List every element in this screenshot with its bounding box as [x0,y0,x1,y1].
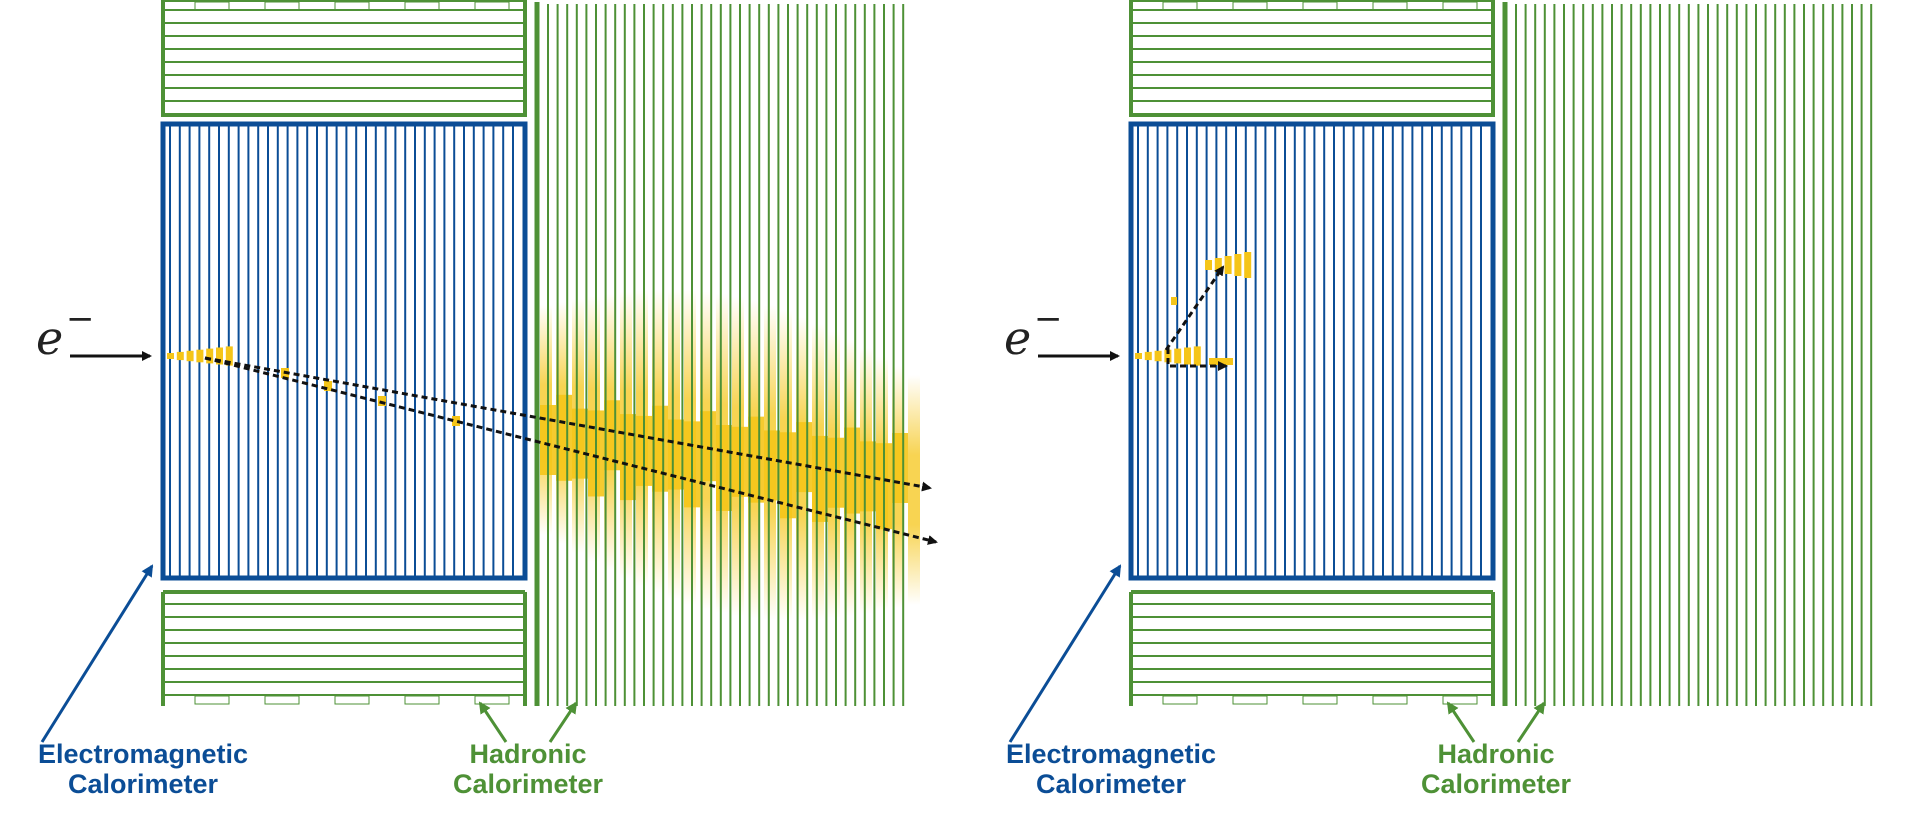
ecal-energy-deposit [186,350,194,362]
hcal-top-tab [334,1,370,11]
ecal-pointer-arrow [40,564,154,743]
ecal-track-deposit [452,416,460,426]
ecal-track-deposit [324,381,332,391]
hcal-top-tab [194,1,230,11]
hcal-bottom-block [163,590,525,700]
ecal-energy-deposit [1234,254,1242,276]
ecal-frame [1128,121,1496,581]
hcal-top-tab [1232,1,1268,11]
ecal-energy-deposit [1174,348,1182,364]
ecal-frame [160,121,528,581]
hcal-top-tab [1162,1,1198,11]
ecal-energy-deposit [176,351,184,361]
ecal-energy-deposit [1209,358,1233,365]
panel-em-shower: e−ElectromagneticCalorimeterHadronicCalo… [1004,0,1873,799]
ecal-label-line2: Calorimeter [1036,769,1187,799]
panel-hadronic-shower: e−ElectromagneticCalorimeterHadronicCalo… [36,0,938,799]
ecal-label-line1: Electromagnetic [38,739,248,769]
hcal-bottom-tab [474,695,510,705]
hcal-label-line2: Calorimeter [1421,769,1572,799]
ecal-energy-deposit [1205,260,1212,270]
hcal-bottom-tab [1372,695,1408,705]
hcal-top-tab [474,1,510,11]
hcal-bottom-tab [334,695,370,705]
hcal-top-block [161,0,527,117]
ecal-energy-deposit [167,353,174,359]
ecal-track-deposit [378,396,386,406]
hcal-top-tab [1302,1,1338,11]
ecal-energy-deposit [1184,347,1191,365]
hcal-top-tab [1372,1,1408,11]
hcal-bottom-tab [1162,695,1198,705]
hcal-top-tab [1442,1,1478,11]
particle-charge: − [1034,299,1063,339]
ecal-energy-deposit [1171,297,1177,305]
ecal-energy-deposit [225,346,233,366]
particle-symbol: e [1004,311,1031,365]
hcal-bottom-tab [1302,695,1338,705]
ecal-energy-deposit [1154,350,1162,362]
ecal-label-line1: Electromagnetic [1006,739,1216,769]
hcal-top-block [1129,0,1495,117]
ecal-energy-deposit [216,347,223,365]
hcal-label-line2: Calorimeter [453,769,604,799]
ecal-energy-deposit [1164,349,1172,363]
particle-charge: − [66,299,95,339]
hcal-pointer-arrow [1516,701,1546,743]
hcal-pointer-arrow [1446,701,1476,743]
ecal-label-line2: Calorimeter [68,769,219,799]
ecal-energy-deposit [1144,351,1152,361]
hcal-label-line1: Hadronic [1437,739,1554,769]
hcal-top-tab [404,1,440,11]
particle-symbol: e [36,311,63,365]
ecal-energy-deposit [1214,258,1222,272]
ecal-energy-deposit [1135,353,1142,359]
particle-track [1166,348,1228,371]
hcal-bottom-tab [1232,695,1268,705]
particle-track [204,356,932,492]
hcal-bottom-tab [1442,695,1478,705]
hcal-label-line1: Hadronic [469,739,586,769]
ecal-energy-deposit [1224,256,1232,274]
hcal-pointer-arrow [478,701,508,743]
ecal-energy-deposit [1193,346,1201,366]
ecal-energy-deposit [196,349,204,363]
hcal-top-tab [264,1,300,11]
hcal-bottom-tab [404,695,440,705]
ecal-pointer-arrow [1008,564,1122,743]
hcal-energy-glow [908,375,920,605]
particle-track [204,356,938,545]
particle-track [1164,265,1225,351]
hcal-bottom-block [1131,590,1493,700]
hcal-bottom-tab [194,695,230,705]
hcal-bottom-tab [264,695,300,705]
hcal-pointer-arrow [548,701,578,743]
ecal-energy-deposit [206,348,214,364]
ecal-energy-deposit [1244,252,1252,278]
